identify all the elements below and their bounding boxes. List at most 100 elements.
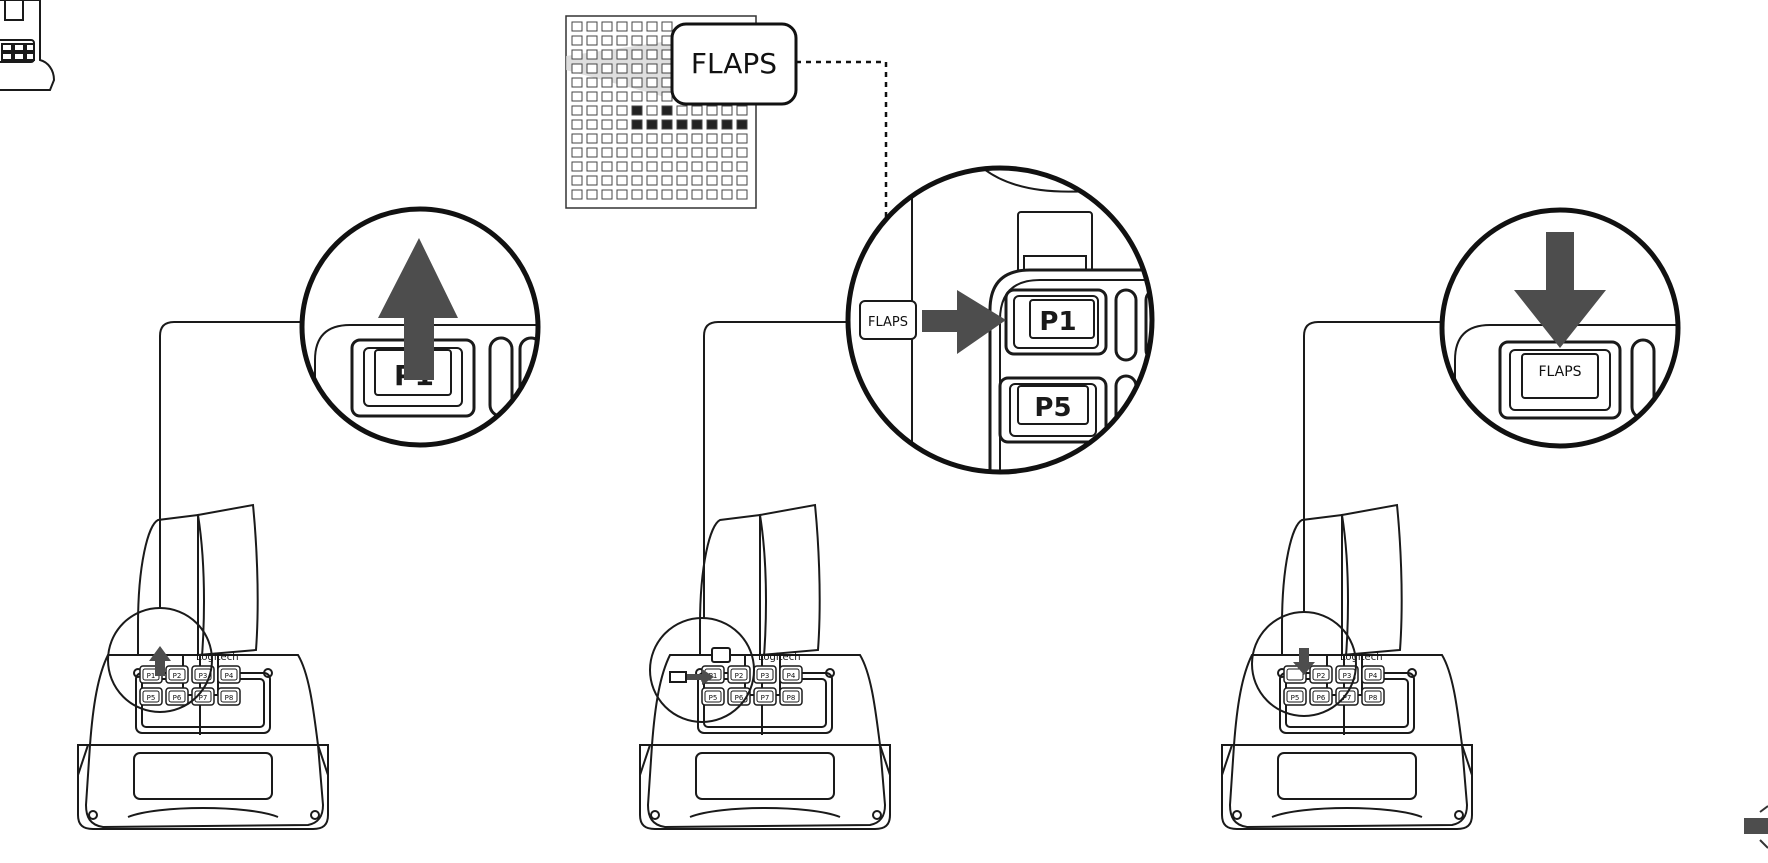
- grid-cell: [691, 105, 703, 116]
- grid-cell: [646, 63, 658, 74]
- lcd-grid-screen: [565, 15, 757, 209]
- grid-cell: [571, 91, 583, 102]
- grid-cell: [586, 119, 598, 130]
- cropped-device-fragment: [0, 0, 56, 91]
- grid-cell: [661, 91, 673, 102]
- grid-cell: [646, 105, 658, 116]
- grid-cell: [586, 63, 598, 74]
- keypad-key-label: P4: [225, 672, 234, 680]
- grid-cell: [661, 119, 673, 130]
- grid-cell: [721, 189, 733, 200]
- grid-cell: [691, 175, 703, 186]
- keypad-key-label: P5: [1291, 694, 1300, 702]
- keypad-key: P8: [217, 687, 241, 706]
- grid-cell: [646, 77, 658, 88]
- grid-cell: [721, 105, 733, 116]
- brand-label-step-3: Logitech: [1340, 652, 1383, 663]
- keypad-key-label: P1: [147, 672, 156, 680]
- keypad-key: P8: [779, 687, 803, 706]
- keypad-key-label: P8: [1369, 694, 1378, 702]
- grid-cell: [661, 133, 673, 144]
- grid-cell: [736, 147, 748, 158]
- connector-line-step-3: [1303, 321, 1446, 612]
- grid-cell: [631, 189, 643, 200]
- grid-cell: [736, 189, 748, 200]
- zoom-circle-step-2: P1 P5 FLAPS: [845, 165, 1155, 475]
- grid-cell: [616, 105, 628, 116]
- grid-cell: [721, 133, 733, 144]
- grid-cell: [736, 175, 748, 186]
- keypad-key-label: P6: [173, 694, 182, 702]
- grid-cell: [631, 161, 643, 172]
- grid-cell: [646, 175, 658, 186]
- keypad-key-label: P5: [709, 694, 718, 702]
- keypad-key: P2: [165, 665, 189, 684]
- keypad-key: P5: [139, 687, 163, 706]
- keypad-key: P4: [1361, 665, 1385, 684]
- grid-cell: [646, 133, 658, 144]
- grid-cell: [706, 189, 718, 200]
- arrow-down-icon: [1514, 232, 1606, 348]
- grid-cell: [571, 133, 583, 144]
- grid-cell: [676, 189, 688, 200]
- grid-cell: [571, 77, 583, 88]
- grid-cell: [676, 147, 688, 158]
- keypad-key-label: P7: [199, 694, 208, 702]
- next-page-arrow-icon[interactable]: [1744, 818, 1768, 834]
- keypad-key-label: P6: [1317, 694, 1326, 702]
- keypad-key-label: P8: [787, 694, 796, 702]
- keypad-key-label: P1: [709, 672, 718, 680]
- keypad-key: P3: [753, 665, 777, 684]
- small-zoom-circle-step-2: [649, 617, 755, 723]
- grid-cell: [721, 119, 733, 130]
- next-page-arrow-tip: [1759, 805, 1768, 813]
- grid-cell: [631, 175, 643, 186]
- grid-cell: [706, 175, 718, 186]
- grid-cell: [676, 105, 688, 116]
- grid-cell: [736, 119, 748, 130]
- arrow-up-icon: [378, 238, 458, 380]
- arrow-right-small-icon: [687, 669, 714, 685]
- keypad-key: P4: [217, 665, 241, 684]
- grid-cell: [571, 63, 583, 74]
- grid-cell: [586, 161, 598, 172]
- keypad-key-label: P7: [1343, 694, 1352, 702]
- grid-cell: [631, 49, 643, 60]
- connector-line-step-2: [703, 321, 860, 618]
- grid-cell: [586, 77, 598, 88]
- grid-cell: [571, 35, 583, 46]
- grid-cell: [736, 105, 748, 116]
- grid-cell: [616, 49, 628, 60]
- grid-cell: [616, 77, 628, 88]
- grid-cell: [571, 175, 583, 186]
- grid-cell: [601, 105, 613, 116]
- grid-cell: [661, 105, 673, 116]
- grid-cell: [706, 119, 718, 130]
- grid-cell: [646, 147, 658, 158]
- grid-cell: [601, 21, 613, 32]
- grid-cell: [601, 35, 613, 46]
- grid-cell: [706, 133, 718, 144]
- grid-cell: [601, 119, 613, 130]
- flaps-callout: FLAPS: [670, 22, 798, 106]
- grid-cell: [631, 105, 643, 116]
- zoom-bottom-key-label-step-2: P5: [1034, 393, 1071, 423]
- grid-cell: [601, 91, 613, 102]
- grid-cell: [646, 189, 658, 200]
- connector-line-step-1: [159, 321, 300, 608]
- grid-cell: [616, 147, 628, 158]
- grid-cell: [631, 35, 643, 46]
- grid-cell: [631, 63, 643, 74]
- grid-cell: [601, 133, 613, 144]
- next-page-arrow-tail: [1759, 839, 1768, 849]
- grid-cell: [736, 161, 748, 172]
- grid-cell: [706, 161, 718, 172]
- keypad-key-label: P6: [735, 694, 744, 702]
- keypad-key-label: P8: [225, 694, 234, 702]
- grid-cell: [691, 147, 703, 158]
- flaps-tag-label-step-2: FLAPS: [868, 315, 908, 330]
